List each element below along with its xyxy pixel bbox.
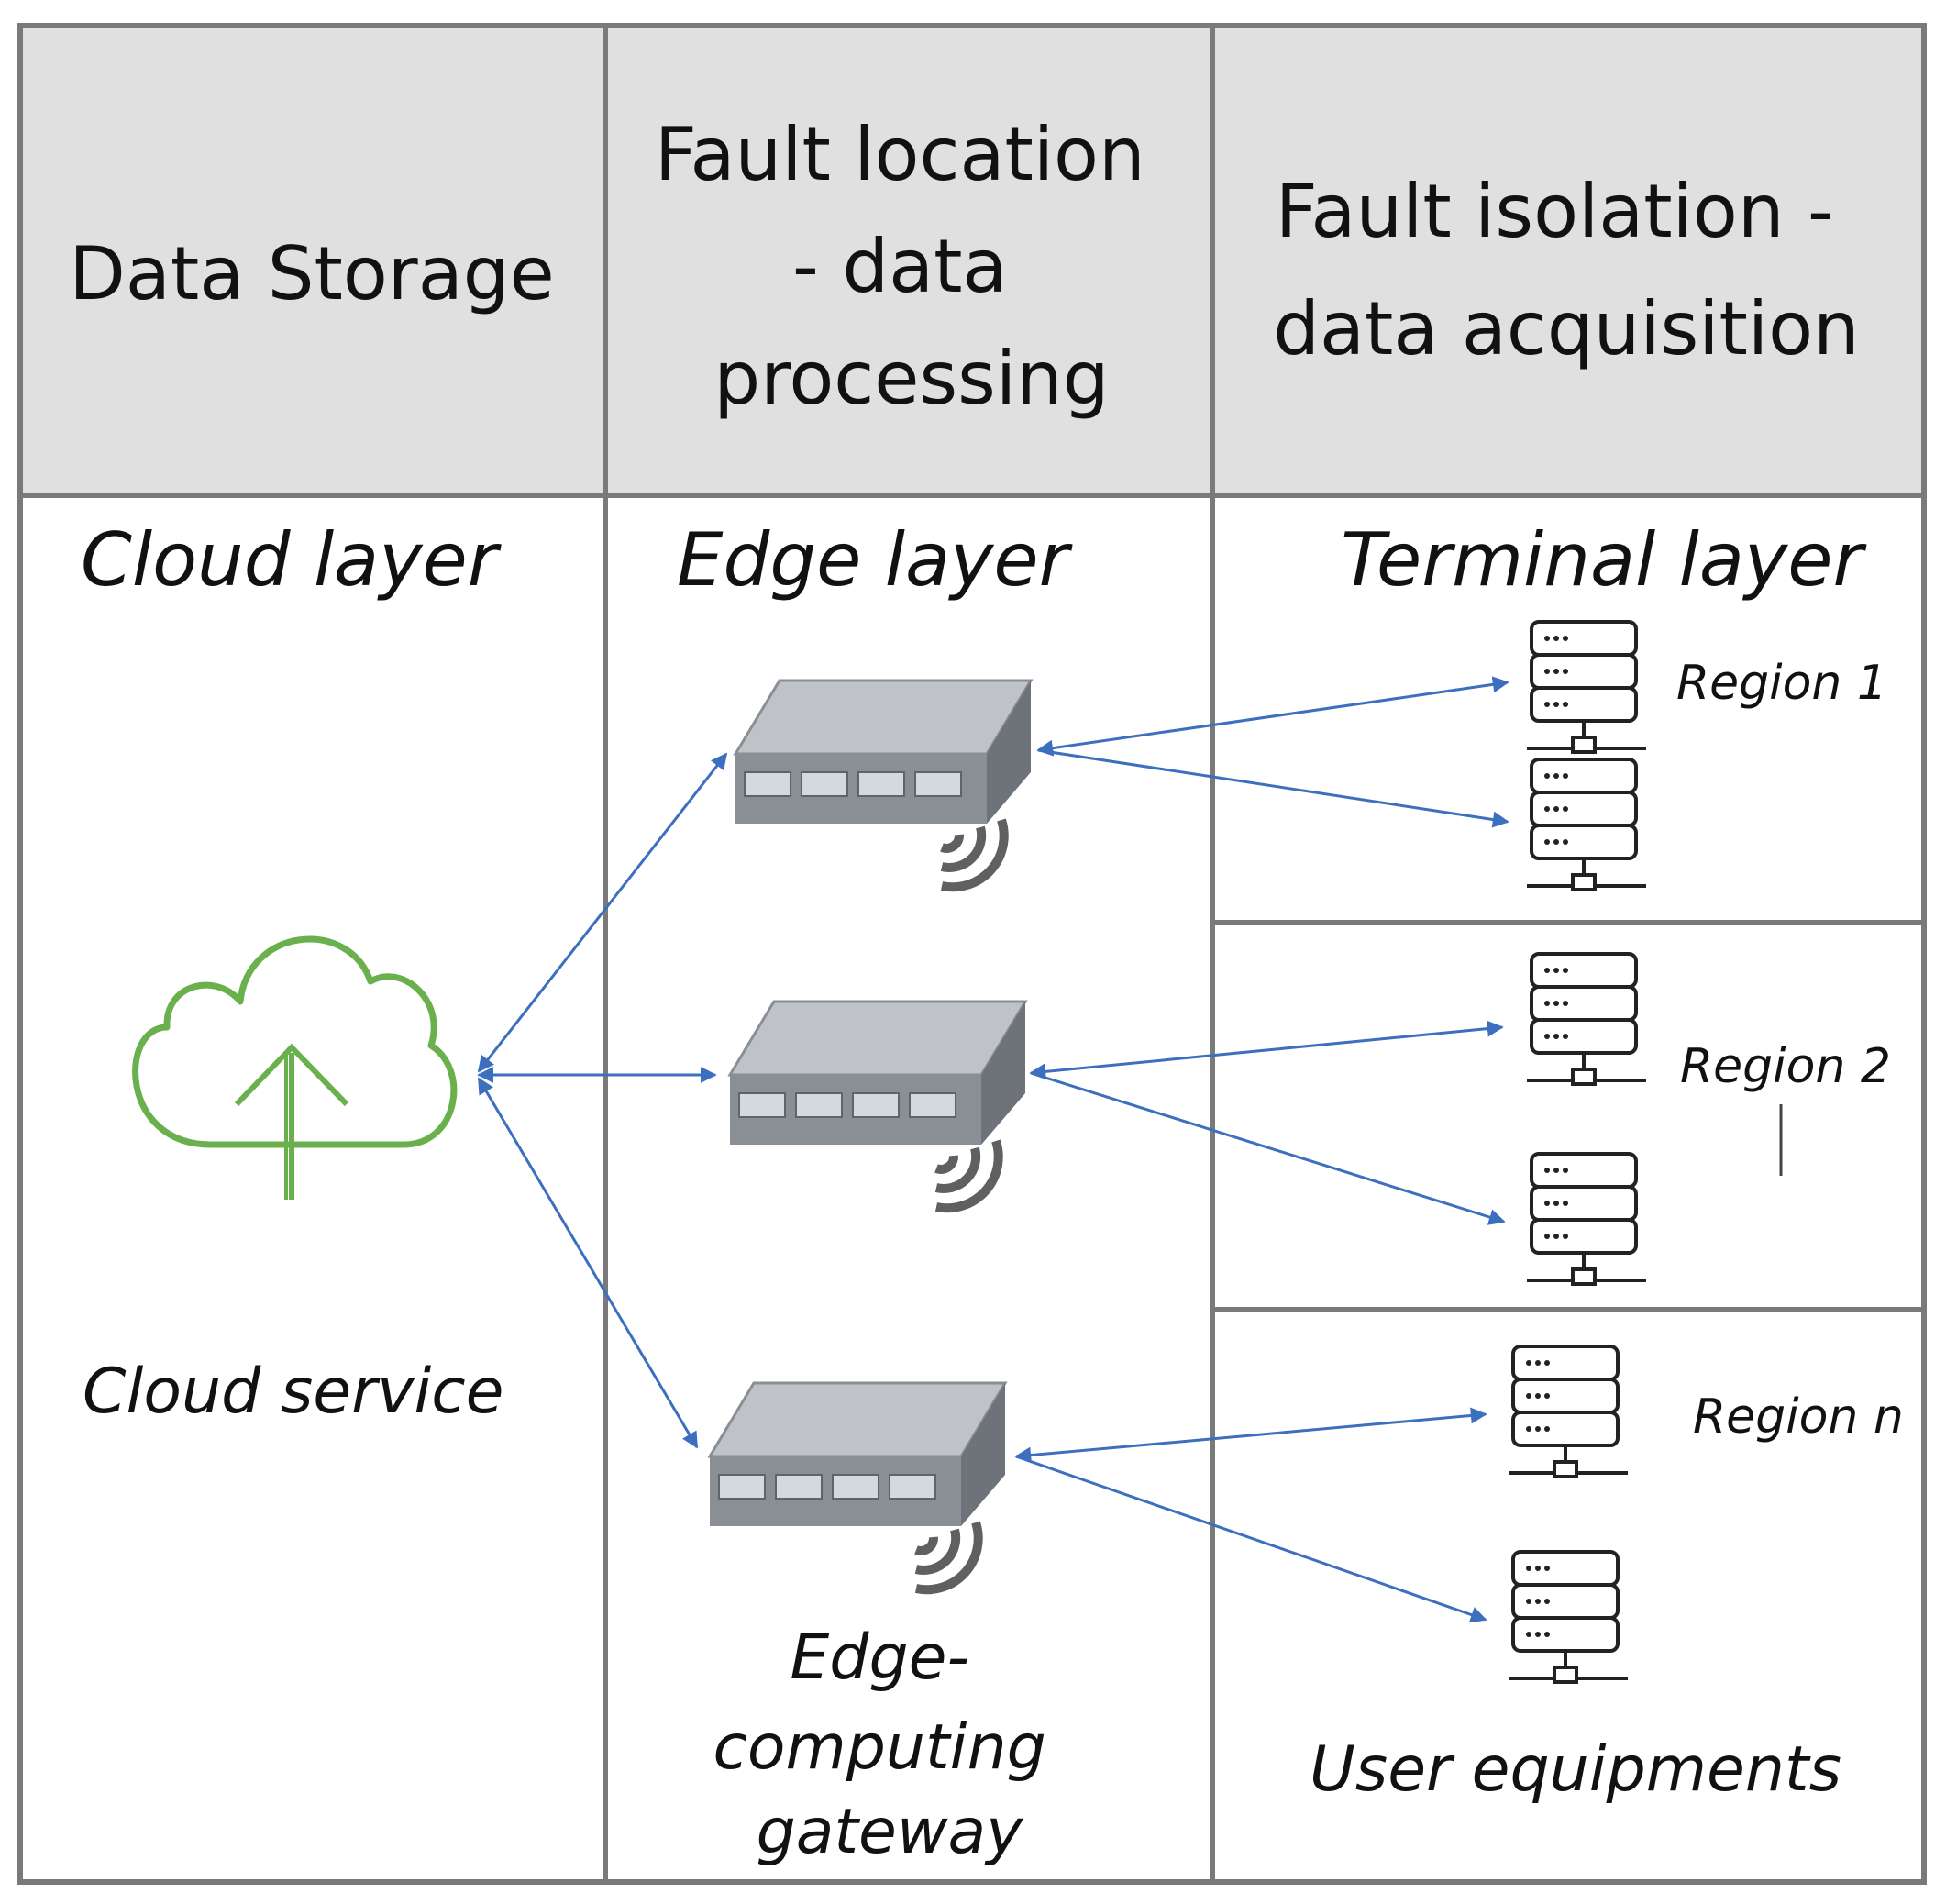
header-data-storage: Data Storage: [69, 231, 554, 316]
gateway-router-icon-1: [735, 681, 1031, 887]
header-fault-location: Fault location - data processing: [655, 112, 1168, 421]
server-rack-icon-6: [1507, 1550, 1630, 1684]
terminal-layer-title: Terminal layer: [1341, 517, 1867, 603]
connection-arrows: [477, 676, 1509, 1623]
header-band: [20, 26, 1924, 495]
cloud-layer-title: Cloud layer: [81, 517, 503, 603]
server-rack-icon-2: [1525, 758, 1648, 891]
gateway-router-icon-2: [730, 1002, 1025, 1208]
region-1-label: Region 1: [1676, 656, 1887, 711]
gateway-router-icon-3: [710, 1383, 1005, 1589]
user-equipments-caption: User equipments: [1310, 1733, 1841, 1806]
server-rack-icon-3: [1525, 952, 1648, 1086]
cloud-upload-icon: [132, 935, 458, 1200]
table-grid: [17, 23, 1927, 1885]
header-fault-isolation: Fault isolation - data acquisition: [1273, 169, 1860, 371]
server-rack-icon-1: [1525, 620, 1648, 754]
region-2-label: Region 2: [1680, 1039, 1891, 1094]
cloud-service-caption: Cloud service: [83, 1356, 503, 1428]
edge-layer-title: Edge layer: [677, 517, 1074, 603]
region-n-label: Region n: [1693, 1389, 1904, 1445]
server-rack-icon-4: [1525, 1152, 1648, 1286]
gateway-caption: Edge- computing gateway: [713, 1622, 1067, 1868]
server-rack-icon-5: [1507, 1345, 1630, 1478]
